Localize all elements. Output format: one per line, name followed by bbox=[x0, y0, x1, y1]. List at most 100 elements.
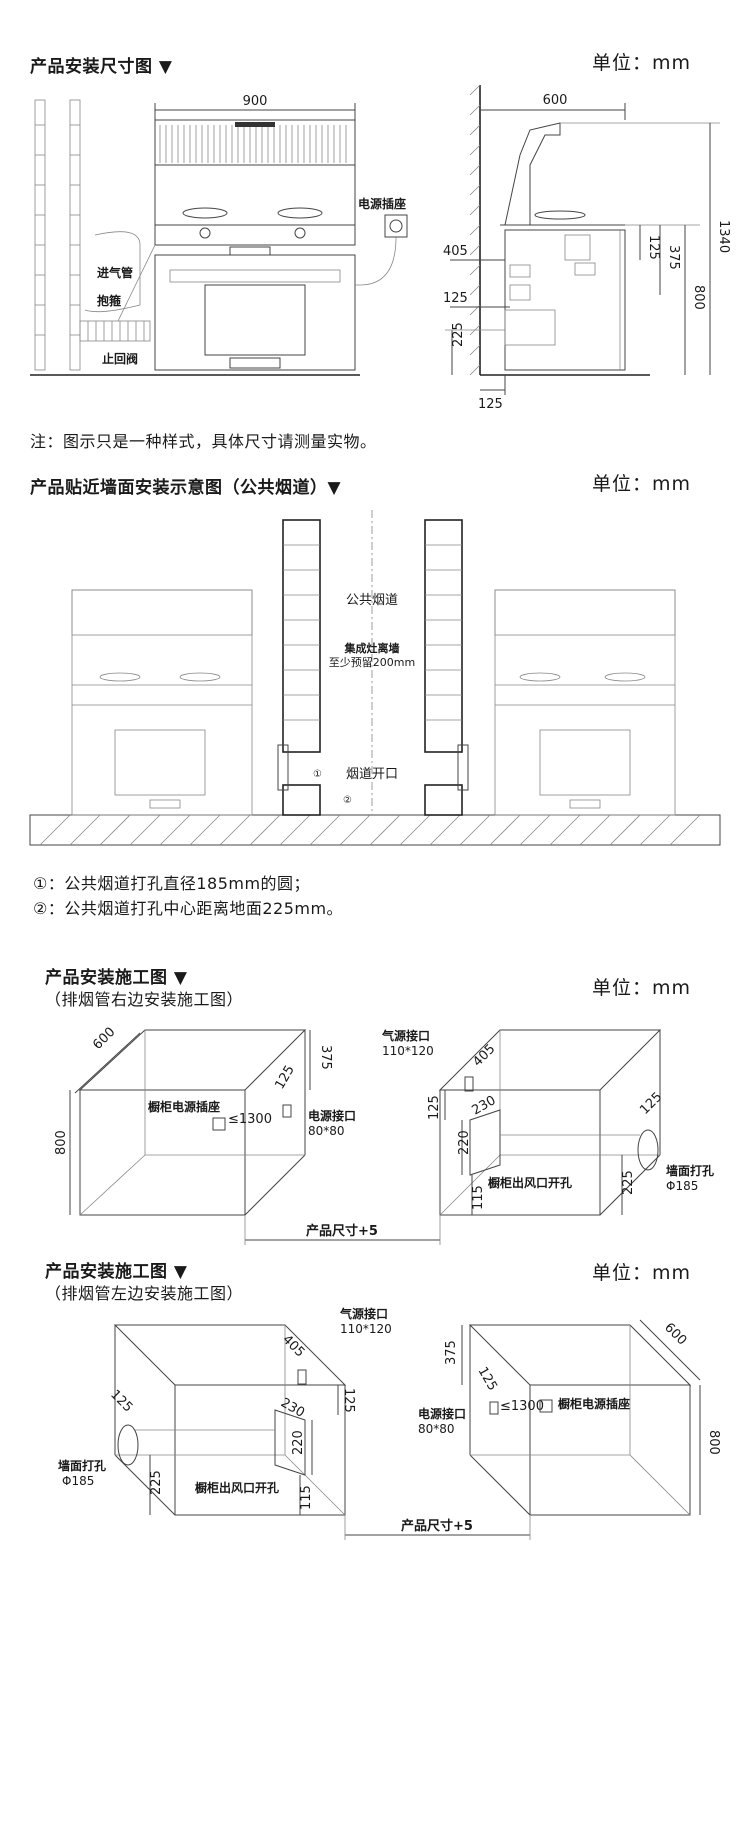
dim-225: 225 bbox=[621, 1170, 636, 1195]
wall-hole-size: Φ185 bbox=[62, 1474, 94, 1488]
dim-600: 600 bbox=[90, 1025, 118, 1053]
section4-title: 产品安装施工图 ▼ bbox=[45, 1262, 188, 1282]
wall-hole-size: Φ185 bbox=[666, 1179, 698, 1193]
wall-hole-icon bbox=[117, 1424, 139, 1466]
gas-port-icon bbox=[297, 1369, 307, 1385]
section1-note: 注：图示只是一种样式，具体尺寸请测量实物。 bbox=[30, 432, 377, 451]
right-exhaust-construction-diagram: 600 800 375 橱柜电源插座 ≤1300 125 电源接口 80*80 … bbox=[54, 1025, 714, 1245]
dim-800: 800 bbox=[706, 1430, 721, 1455]
left-cabinet-outline bbox=[78, 1029, 307, 1216]
mark-2: ② bbox=[343, 795, 352, 806]
cabinet-vent-label: 橱柜出风口开孔 bbox=[488, 1175, 572, 1190]
mark-1: ① bbox=[313, 769, 322, 780]
dim-375: 375 bbox=[318, 1045, 333, 1070]
section2-note-1: ①：公共烟道打孔直径185mm的圆； bbox=[33, 874, 311, 893]
dim-405: 405 bbox=[470, 1042, 498, 1070]
dim-405: 405 bbox=[443, 244, 468, 259]
section2-unit: 单位：mm bbox=[592, 473, 692, 495]
dim-125-right: 125 bbox=[646, 235, 661, 260]
left-stove bbox=[71, 589, 253, 816]
cabinet-vent-label: 橱柜出风口开孔 bbox=[195, 1480, 279, 1495]
wall-hole-icon bbox=[637, 1129, 659, 1171]
brick-columns bbox=[34, 99, 81, 371]
dim-600: 600 bbox=[661, 1320, 689, 1348]
dim-230: 230 bbox=[278, 1395, 307, 1420]
section1-unit: 单位：mm bbox=[592, 52, 692, 74]
gas-port-size: 110*120 bbox=[382, 1044, 434, 1058]
dim-125-gas: 125 bbox=[341, 1388, 356, 1413]
check-valve-label: 止回阀 bbox=[102, 351, 138, 366]
gas-port-size: 110*120 bbox=[340, 1322, 392, 1336]
gas-port-icon bbox=[464, 1076, 474, 1092]
gas-port-label: 气源接口 bbox=[381, 1028, 430, 1043]
dim-125-power: 125 bbox=[272, 1063, 297, 1092]
right-cabinet-outline bbox=[438, 1029, 662, 1216]
opening-label: 烟道开口 bbox=[346, 767, 398, 782]
power-port-label: 电源接口 bbox=[418, 1406, 466, 1421]
cabinet-socket-label: 橱柜电源插座 bbox=[148, 1099, 220, 1114]
dim-375: 375 bbox=[666, 245, 681, 270]
power-socket-label: 电源插座 bbox=[358, 196, 406, 211]
dim-115: 115 bbox=[471, 1185, 486, 1210]
cabinet-vent bbox=[469, 1109, 501, 1176]
flue-label: 公共烟道 bbox=[346, 593, 398, 608]
section2-title: 产品贴近墙面安装示意图（公共烟道）▼ bbox=[30, 478, 342, 498]
dim-115: 115 bbox=[299, 1485, 314, 1510]
gas-port-label: 气源接口 bbox=[339, 1306, 388, 1321]
cabinet-socket-label: 橱柜电源插座 bbox=[558, 1396, 630, 1411]
leq-1300: ≤1300 bbox=[500, 1399, 544, 1414]
section4-unit: 单位：mm bbox=[592, 1262, 692, 1284]
right-cabinet-outline bbox=[468, 1324, 692, 1516]
wall-flue-diagram: 公共烟道 集成灶离墙 至少预留200mm 烟道开口 ① ② bbox=[29, 510, 721, 846]
dim-405: 405 bbox=[279, 1332, 307, 1360]
power-port-label: 电源接口 bbox=[308, 1108, 356, 1123]
clamp-label: 抱箍 bbox=[97, 293, 121, 308]
product-size-label: 产品尺寸+5 bbox=[401, 1518, 473, 1534]
wall-hole-label: 墙面打孔 bbox=[666, 1163, 714, 1178]
power-port-icon bbox=[489, 1401, 499, 1415]
left-cabinet-outline bbox=[113, 1324, 347, 1516]
dim-600: 600 bbox=[543, 93, 568, 108]
stove-side-view bbox=[469, 84, 650, 376]
cabinet-socket-icon bbox=[212, 1117, 226, 1131]
section3-subtitle: （排烟管右边安装施工图） bbox=[45, 990, 244, 1009]
product-size-label: 产品尺寸+5 bbox=[306, 1223, 378, 1239]
power-port-size: 80*80 bbox=[418, 1422, 455, 1436]
dim-125-gas: 125 bbox=[427, 1095, 442, 1120]
power-port-size: 80*80 bbox=[308, 1124, 345, 1138]
install-dimension-diagram: 900 进气管 抱箍 止回阀 电源插座 600 405 125 225 125 … bbox=[30, 84, 731, 412]
flue-walls bbox=[282, 519, 463, 816]
section4-subtitle: （排烟管左边安装施工图） bbox=[45, 1284, 244, 1303]
stove-front-view bbox=[154, 119, 356, 371]
gas-inlet-label: 进气管 bbox=[97, 265, 133, 280]
right-stove bbox=[494, 589, 676, 816]
ground bbox=[29, 814, 721, 846]
dim-125-hole: 125 bbox=[107, 1387, 135, 1415]
dim-125-bottom: 125 bbox=[478, 397, 503, 412]
section3-title: 产品安装施工图 ▼ bbox=[45, 968, 188, 988]
dim-125-side: 125 bbox=[443, 291, 468, 306]
section2-note-2: ②：公共烟道打孔中心距离地面225mm。 bbox=[33, 899, 344, 918]
cabinet-socket-icon bbox=[539, 1399, 553, 1413]
left-exhaust-construction-diagram: 气源接口 110*120 405 125 230 220 115 橱柜出风口开孔… bbox=[58, 1306, 721, 1540]
dim-220: 220 bbox=[291, 1430, 306, 1455]
dim-1340: 1340 bbox=[716, 220, 731, 253]
section3-unit: 单位：mm bbox=[592, 977, 692, 999]
dim-375: 375 bbox=[444, 1340, 459, 1365]
dim-900: 900 bbox=[243, 94, 268, 109]
dim-230: 230 bbox=[470, 1093, 499, 1118]
gap-label-line2: 至少预留200mm bbox=[329, 656, 415, 669]
dim-800: 800 bbox=[54, 1130, 69, 1155]
dim-125-hole: 125 bbox=[637, 1090, 665, 1118]
dim-225: 225 bbox=[451, 322, 466, 347]
leq-1300: ≤1300 bbox=[228, 1112, 272, 1127]
cabinet-vent bbox=[274, 1409, 306, 1476]
dim-220: 220 bbox=[457, 1130, 472, 1155]
section1-title: 产品安装尺寸图 ▼ bbox=[30, 57, 173, 77]
gap-label-line1: 集成灶离墙 bbox=[344, 641, 400, 655]
power-socket-icon bbox=[384, 214, 408, 238]
dim-125-power: 125 bbox=[475, 1365, 500, 1394]
dim-225: 225 bbox=[149, 1470, 164, 1495]
power-port-icon bbox=[282, 1104, 292, 1118]
wall-hole-label: 墙面打孔 bbox=[58, 1458, 106, 1473]
